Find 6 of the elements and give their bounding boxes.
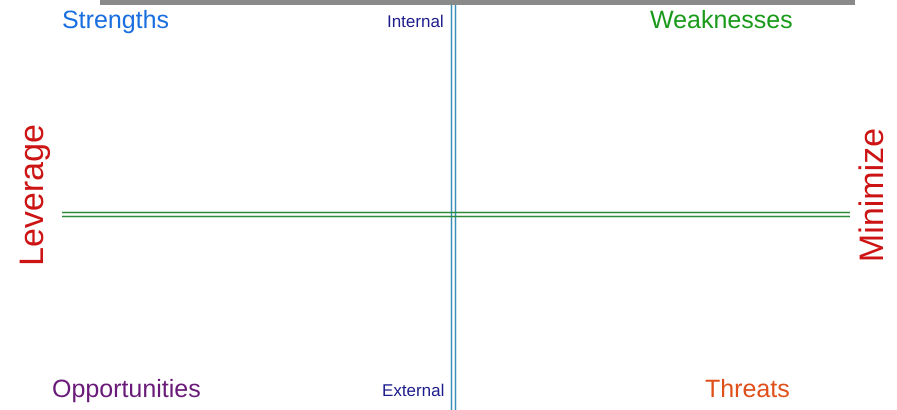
quadrant-title: Weaknesses [650,8,793,33]
side-label: Minimize [855,128,890,262]
quadrant-title: Opportunities [52,377,201,402]
quadrant-title: Strengths [62,8,170,33]
quadrant-title: Threats [705,377,790,402]
side-label: Leverage [14,124,49,266]
